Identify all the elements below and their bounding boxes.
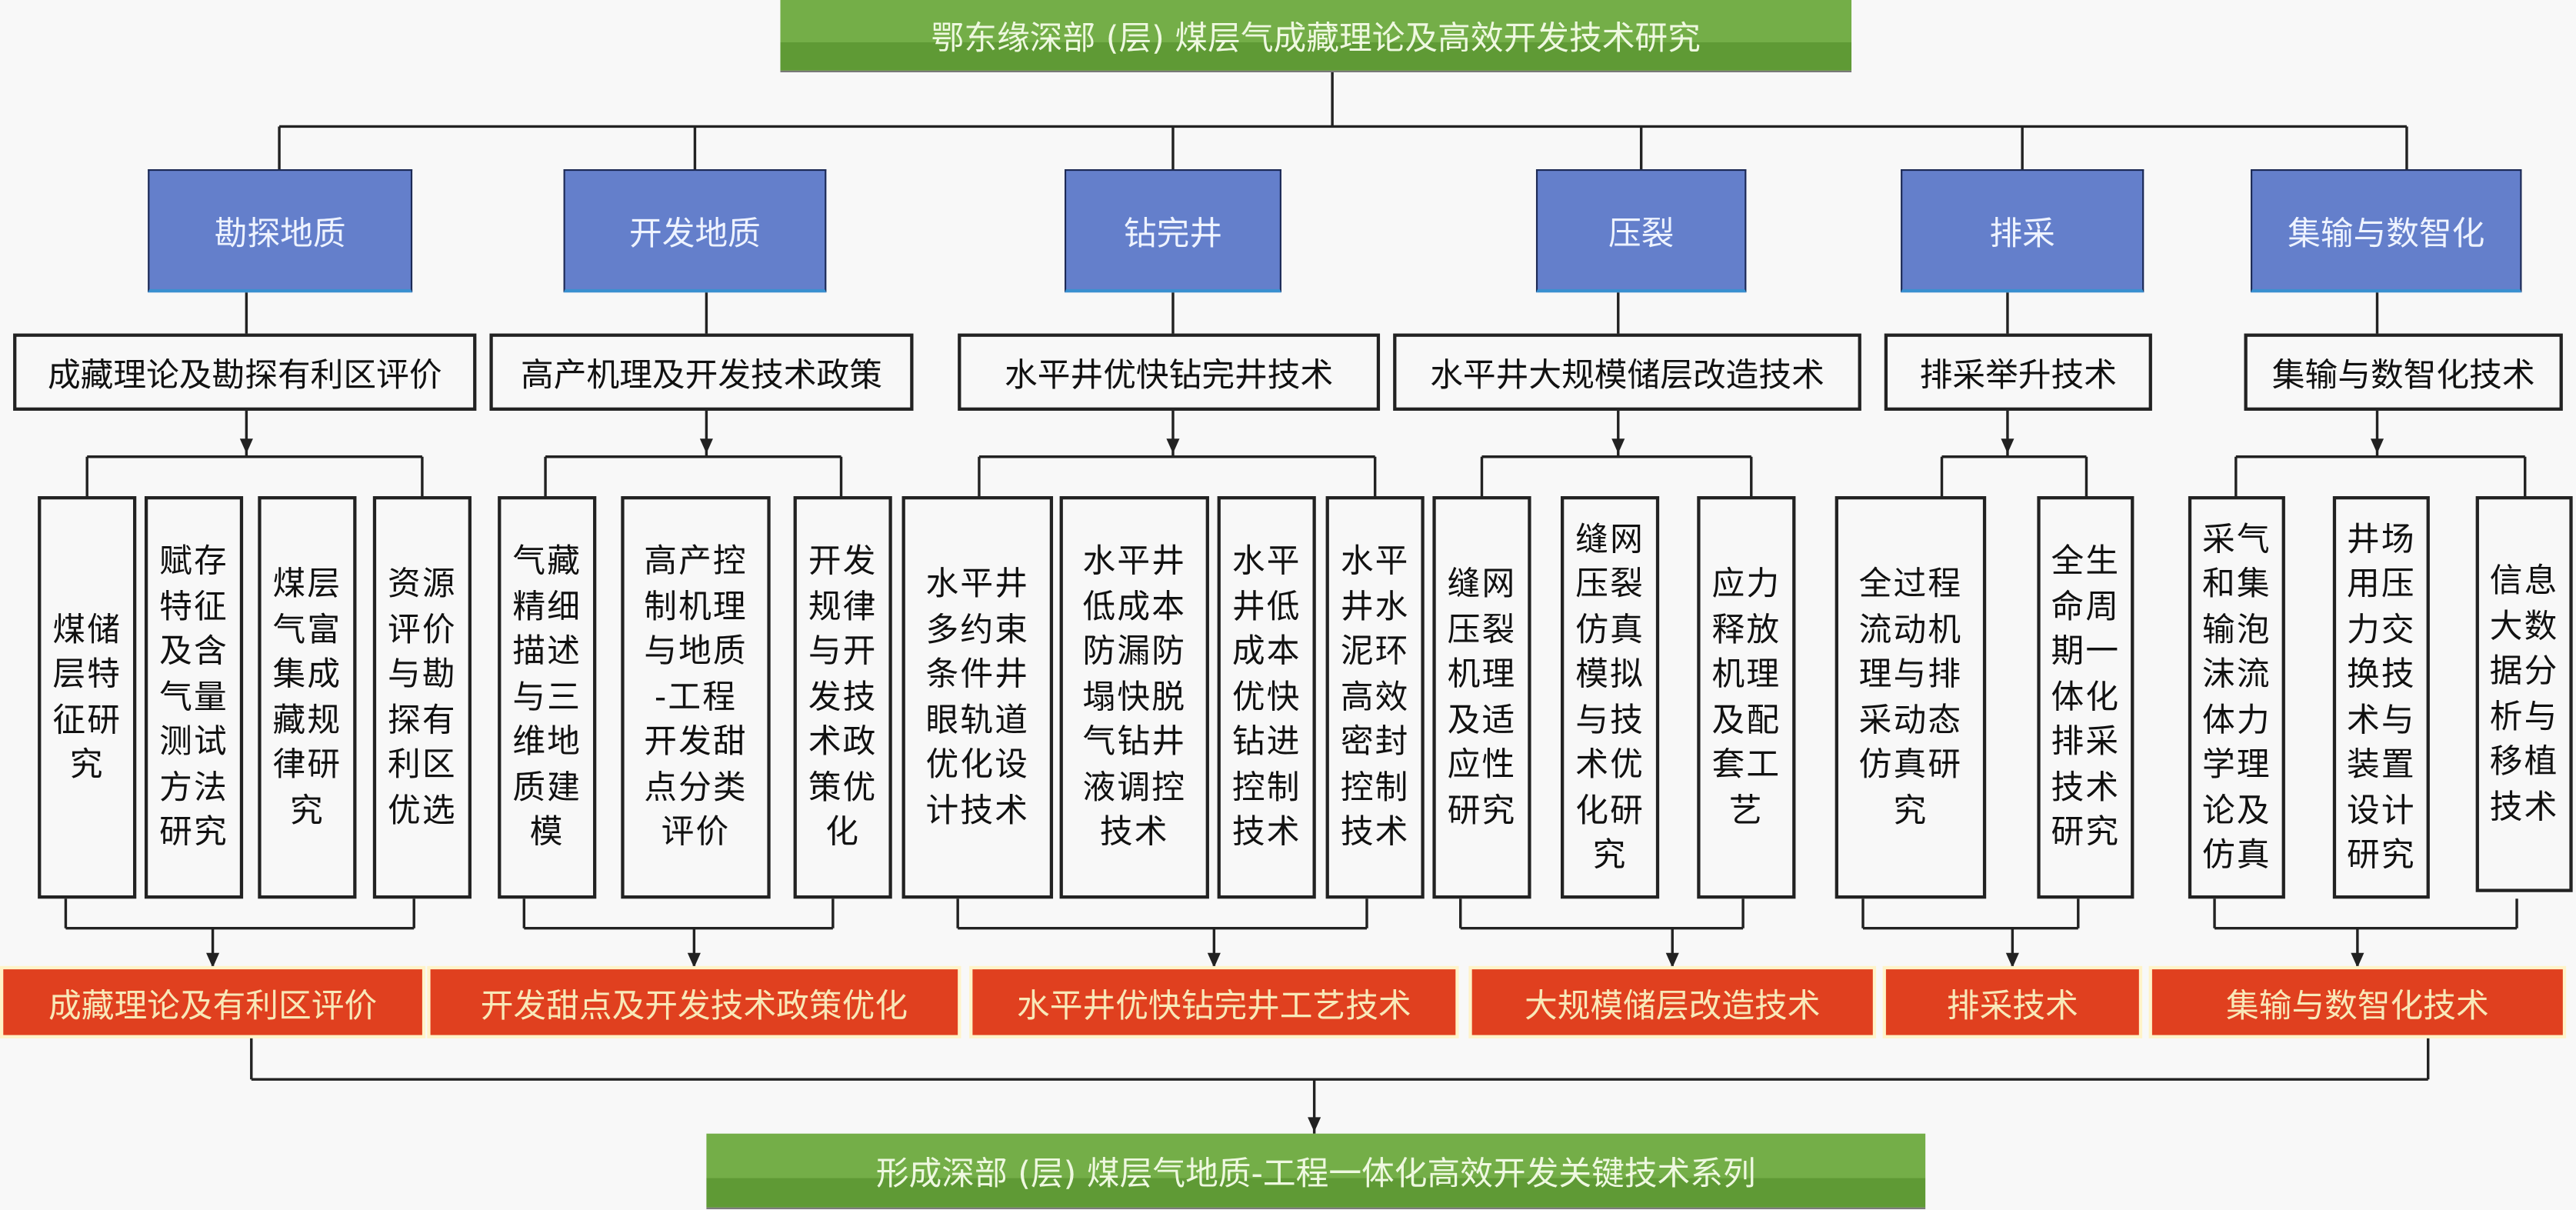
technology-6: 集输与数智化技术 bbox=[2244, 333, 2563, 411]
outcome-3: 水平井优快钻完井工艺技术 bbox=[972, 969, 1456, 1035]
category-4-label: 压裂 bbox=[1608, 212, 1675, 252]
research-topic-label: 全生 命周 期一 体化 排采 技术 研究 bbox=[2051, 541, 2121, 852]
research-topic: 水平井 多约束 条件井 眼轨道 优化设 计技术 bbox=[901, 496, 1054, 899]
research-topic-label: 水平 井水 泥环 高效 密封 控制 技术 bbox=[1340, 541, 1410, 852]
technology-4-label: 水平井大规模储层改造技术 bbox=[1430, 355, 1825, 395]
research-topic-label: 赋存 特征 及含 气量 测试 方法 研究 bbox=[159, 541, 228, 852]
research-topic-label: 信息 大数 据分 析与 移植 技术 bbox=[2489, 560, 2559, 826]
technology-5-label: 排采举升技术 bbox=[1919, 355, 2117, 395]
arrow-head-icon bbox=[699, 438, 713, 454]
conclusion-text: 形成深部 (层) 煤层气地质-工程一体化高效开发关键技术系列 bbox=[875, 1153, 1756, 1193]
root-title-box: 鄂东缘深部 (层) 煤层气成藏理论及高效开发技术研究 bbox=[780, 0, 1852, 72]
outcome-1: 成藏理论及有利区评价 bbox=[3, 969, 422, 1035]
research-topic: 赋存 特征 及含 气量 测试 方法 研究 bbox=[144, 496, 244, 899]
arrow-head-icon bbox=[206, 952, 220, 968]
arrow-head-icon bbox=[687, 952, 701, 968]
research-topic: 水平 井水 泥环 高效 密封 控制 技术 bbox=[1325, 496, 1425, 899]
arrow-head-icon bbox=[239, 438, 253, 454]
outcome-4: 大规模储层改造技术 bbox=[1471, 969, 1873, 1035]
research-topic: 煤储 层特 征研 究 bbox=[38, 496, 137, 899]
outcome-3-label: 水平井优快钻完井工艺技术 bbox=[1017, 985, 1411, 1025]
category-2-label: 开发地质 bbox=[629, 212, 761, 252]
technology-2: 高产机理及开发技术政策 bbox=[489, 333, 914, 411]
category-1: 勘探地质 bbox=[148, 168, 413, 293]
research-topic-label: 高产控 制机理 与地质 -工程 开发甜 点分类 评价 bbox=[644, 541, 748, 852]
technology-6-label: 集输与数智化技术 bbox=[2271, 355, 2535, 395]
research-topic: 井场 用压 力交 换技 术与 装置 设计 研究 bbox=[2332, 496, 2430, 899]
arrow-head-icon bbox=[2370, 438, 2384, 454]
research-topic-label: 采气 和集 输泡 沫流 体力 学理 论及 仿真 bbox=[2202, 518, 2271, 875]
outcome-5-label: 排采技术 bbox=[1946, 985, 2078, 1025]
research-topic-label: 开发 规律 与开 发技 术政 策优 化 bbox=[808, 541, 878, 852]
research-topic: 缝网 压裂 机理 及适 应性 研究 bbox=[1432, 496, 1531, 899]
research-topic-label: 煤储 层特 征研 究 bbox=[52, 608, 122, 784]
technology-3: 水平井优快钻完井技术 bbox=[958, 333, 1381, 411]
research-topic-label: 水平 井低 成本 优快 钻进 控制 技术 bbox=[1231, 541, 1301, 852]
technology-4: 水平井大规模储层改造技术 bbox=[1393, 333, 1861, 411]
arrow-head-icon bbox=[1611, 438, 1625, 454]
research-topic: 缝网 压裂 仿真 模拟 与技 术优 化研 究 bbox=[1561, 496, 1660, 899]
category-3-label: 钻完井 bbox=[1123, 212, 1223, 252]
research-topic: 信息 大数 据分 析与 移植 技术 bbox=[2475, 496, 2573, 892]
research-topic: 全生 命周 期一 体化 排采 技术 研究 bbox=[2037, 496, 2134, 899]
technology-1-label: 成藏理论及勘探有利区评价 bbox=[47, 355, 442, 395]
arrow-head-icon bbox=[1665, 952, 1679, 968]
arrow-head-icon bbox=[2001, 438, 2014, 454]
technology-1: 成藏理论及勘探有利区评价 bbox=[13, 333, 477, 411]
arrow-head-icon bbox=[2351, 952, 2364, 968]
research-topic-label: 资源 评价 与勘 探有 利区 优选 bbox=[388, 563, 457, 829]
category-1-label: 勘探地质 bbox=[214, 212, 346, 252]
technology-5: 排采举升技术 bbox=[1884, 333, 2152, 411]
category-5: 排采 bbox=[1901, 168, 2144, 293]
research-topic: 水平井 低成本 防漏防 塌快脱 气钻井 液调控 技术 bbox=[1059, 496, 1209, 899]
outcome-4-label: 大规模储层改造技术 bbox=[1525, 985, 1821, 1025]
research-topic: 水平 井低 成本 优快 钻进 控制 技术 bbox=[1217, 496, 1316, 899]
research-topic: 资源 评价 与勘 探有 利区 优选 bbox=[372, 496, 472, 899]
research-topic-label: 煤层 气富 集成 藏规 律研 究 bbox=[272, 563, 342, 829]
outcome-1-label: 成藏理论及有利区评价 bbox=[48, 985, 378, 1025]
category-2: 开发地质 bbox=[563, 168, 827, 293]
research-topic-label: 水平井 多约束 条件井 眼轨道 优化设 计技术 bbox=[925, 563, 1030, 829]
category-6: 集输与数智化 bbox=[2251, 168, 2522, 293]
research-topic-label: 缝网 压裂 仿真 模拟 与技 术优 化研 究 bbox=[1575, 518, 1645, 875]
arrow-head-icon bbox=[1308, 1117, 1321, 1132]
technology-2-label: 高产机理及开发技术政策 bbox=[521, 355, 882, 395]
category-3: 钻完井 bbox=[1064, 168, 1281, 293]
research-topic: 高产控 制机理 与地质 -工程 开发甜 点分类 评价 bbox=[621, 496, 771, 899]
research-topic-label: 水平井 低成本 防漏防 塌快脱 气钻井 液调控 技术 bbox=[1082, 541, 1187, 852]
arrow-head-icon bbox=[2005, 952, 2019, 968]
research-topic: 气藏 精细 描述 与三 维地 质建 模 bbox=[498, 496, 597, 899]
research-topic: 煤层 气富 集成 藏规 律研 究 bbox=[258, 496, 357, 899]
research-topic: 采气 和集 输泡 沫流 体力 学理 论及 仿真 bbox=[2188, 496, 2285, 899]
outcome-5: 排采技术 bbox=[1885, 969, 2139, 1035]
outcome-6-label: 集输与数智化技术 bbox=[2226, 985, 2489, 1025]
research-topic-label: 应力 释放 机理 及配 套工 艺 bbox=[1711, 563, 1781, 829]
category-4: 压裂 bbox=[1535, 168, 1747, 293]
outcome-6: 集输与数智化技术 bbox=[2151, 969, 2563, 1035]
category-5-label: 排采 bbox=[1989, 212, 2055, 252]
research-topic-label: 缝网 压裂 机理 及适 应性 研究 bbox=[1447, 563, 1517, 829]
conclusion-box: 形成深部 (层) 煤层气地质-工程一体化高效开发关键技术系列 bbox=[706, 1133, 1926, 1209]
research-topic-label: 全过程 流动机 理与排 采动态 仿真研 究 bbox=[1858, 563, 1963, 829]
category-6-label: 集输与数智化 bbox=[2288, 212, 2485, 252]
technology-3-label: 水平井优快钻完井技术 bbox=[1005, 355, 1334, 395]
arrow-head-icon bbox=[1166, 438, 1180, 454]
research-topic-label: 气藏 精细 描述 与三 维地 质建 模 bbox=[512, 541, 582, 852]
research-topic: 开发 规律 与开 发技 术政 策优 化 bbox=[793, 496, 892, 899]
arrow-head-icon bbox=[1207, 952, 1221, 968]
root-title: 鄂东缘深部 (层) 煤层气成藏理论及高效开发技术研究 bbox=[931, 18, 1701, 58]
research-topic-label: 井场 用压 力交 换技 术与 装置 设计 研究 bbox=[2346, 518, 2416, 875]
research-topic: 应力 释放 机理 及配 套工 艺 bbox=[1697, 496, 1796, 899]
outcome-2: 开发甜点及开发技术政策优化 bbox=[430, 969, 958, 1035]
research-topic: 全过程 流动机 理与排 采动态 仿真研 究 bbox=[1835, 496, 1987, 899]
outcome-2-label: 开发甜点及开发技术政策优化 bbox=[480, 985, 908, 1025]
